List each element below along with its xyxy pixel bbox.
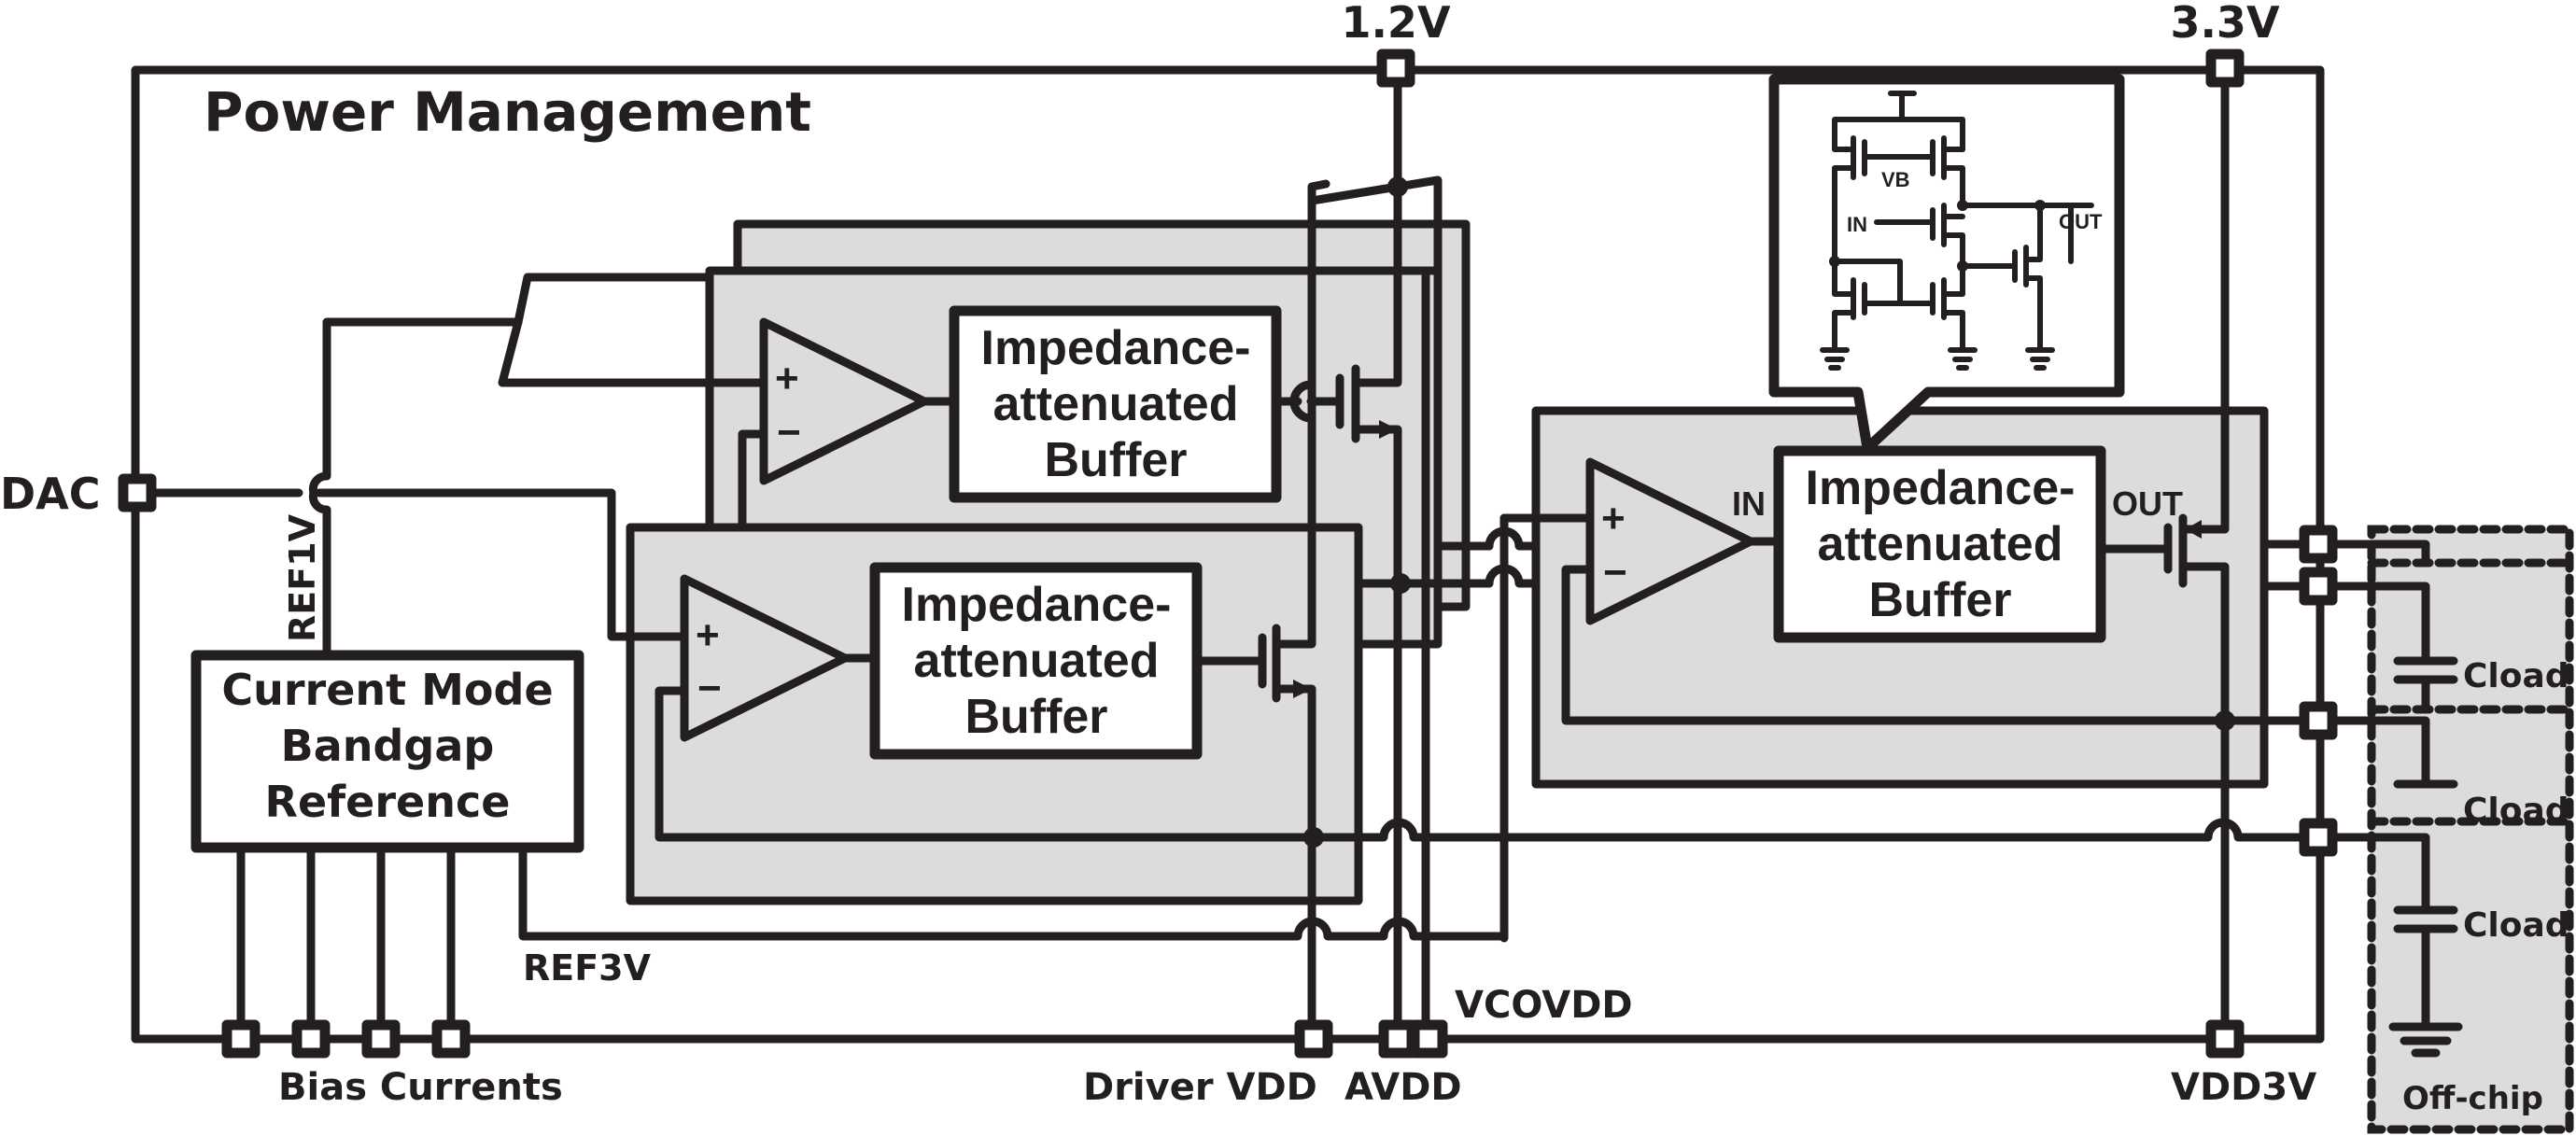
ldo-right-buffer-line1: Impedance- bbox=[1806, 461, 2076, 515]
cload-label-1: Cload bbox=[2463, 657, 2569, 695]
supply-1v2-label: 1.2V bbox=[1341, 0, 1450, 48]
wires-input bbox=[147, 273, 770, 658]
vcovdd-label: VCOVDD bbox=[1455, 984, 1633, 1027]
bias-pad-1[interactable] bbox=[221, 1019, 260, 1059]
ldo-upper-opamp bbox=[759, 317, 929, 485]
inset-in-label: IN bbox=[1847, 213, 1867, 236]
buffer-schematic-inset: VB IN OUT bbox=[1768, 74, 2125, 454]
dac-pad[interactable] bbox=[118, 473, 157, 512]
ref1v-label: REF1V bbox=[282, 513, 323, 642]
bandgap-line2: Bandgap bbox=[281, 721, 495, 771]
inset-out-label: OUT bbox=[2059, 210, 2103, 233]
bottom-supply-pins: Driver VDD AVDD VCOVDD VDD3V bbox=[1083, 984, 2316, 1109]
ldo-lower-opamp-minus: − bbox=[697, 666, 722, 711]
ldo-right-opamp bbox=[1585, 457, 1755, 625]
cload-label-2: Cload bbox=[2463, 792, 2569, 830]
bandgap-block: Current Mode Bandgap Reference REF1V REF… bbox=[190, 513, 652, 1109]
ldo-lower-buffer-line1: Impedance- bbox=[902, 578, 1172, 632]
bias-currents-label: Bias Currents bbox=[278, 1066, 563, 1109]
ldo-upper-buffer bbox=[949, 305, 1282, 503]
wires-ref3v bbox=[518, 818, 2311, 941]
ldo-upper-buffer-line1: Impedance- bbox=[981, 321, 1251, 375]
vdd3v-label: VDD3V bbox=[2171, 1066, 2316, 1109]
wires-1v2 bbox=[1307, 77, 1494, 1031]
inset-vb-label: VB bbox=[1881, 168, 1910, 191]
ldo-lower-buffer bbox=[869, 562, 1203, 760]
bias-pad-2[interactable] bbox=[291, 1019, 331, 1059]
bandgap-box bbox=[190, 650, 584, 853]
supply-3v3-label: 3.3V bbox=[2170, 0, 2279, 48]
ldo-lower-buffer-line2: attenuated bbox=[914, 634, 1160, 688]
ldo-lower-opamp-plus: + bbox=[696, 612, 720, 658]
bias-pad-3[interactable] bbox=[361, 1019, 401, 1059]
vcovdd-pad[interactable] bbox=[1409, 1019, 1448, 1059]
ldo-upper-buffer-line3: Buffer bbox=[1044, 433, 1187, 487]
driver-vdd-label: Driver VDD bbox=[1083, 1066, 1317, 1109]
inset-callout bbox=[1768, 74, 2125, 454]
bias-pad-4[interactable] bbox=[431, 1019, 471, 1059]
ldo-right-buffer-line2: attenuated bbox=[1818, 517, 2063, 571]
offchip-label: Off-chip bbox=[2402, 1080, 2543, 1117]
vdd3v-pad[interactable] bbox=[2205, 1019, 2245, 1059]
ldo-lower-buffer-line3: Buffer bbox=[964, 690, 1107, 744]
ldo-upper-buffer-line2: attenuated bbox=[993, 377, 1239, 431]
ldo-right-internals: + − IN Impedance- attenuated Buffer OUT bbox=[1531, 77, 2235, 1031]
ldo-right-opamp-minus: − bbox=[1603, 550, 1627, 596]
ldo-lower-internals: + − Impedance- attenuated Buffer bbox=[655, 179, 1330, 1044]
driver-vdd-pad[interactable] bbox=[1294, 1019, 1333, 1059]
ldo-right-buffer-line3: Buffer bbox=[1868, 573, 2011, 627]
ldo-upper-opamp-minus: − bbox=[777, 410, 801, 456]
output-pads: Cload Cload Cload Off-chip bbox=[2220, 67, 2569, 1117]
ldo-right-out-label: OUT bbox=[2112, 484, 2183, 523]
ldo-upper-opamp-plus: + bbox=[775, 356, 799, 401]
avdd-label: AVDD bbox=[1344, 1066, 1462, 1109]
bandgap-line1: Current Mode bbox=[221, 665, 553, 715]
dac-label: DAC bbox=[0, 469, 101, 519]
ldo-right-buffer bbox=[1773, 445, 2106, 643]
avdd-pad[interactable] bbox=[1378, 1019, 1417, 1059]
bandgap-line3: Reference bbox=[265, 777, 511, 827]
supply-1v2-pad[interactable] bbox=[1376, 49, 1415, 88]
ldo-upper-internals: + − Impedance- attenuated Buffer bbox=[738, 182, 1402, 583]
ldo-right-opamp-plus: + bbox=[1601, 496, 1626, 541]
cload-label-3: Cload bbox=[2463, 906, 2569, 945]
power-management-title: Power Management bbox=[204, 80, 811, 144]
ldo-right-in-label: IN bbox=[1732, 484, 1766, 523]
ref3v-label: REF3V bbox=[523, 947, 652, 989]
ldo-lower-opamp bbox=[680, 574, 850, 742]
